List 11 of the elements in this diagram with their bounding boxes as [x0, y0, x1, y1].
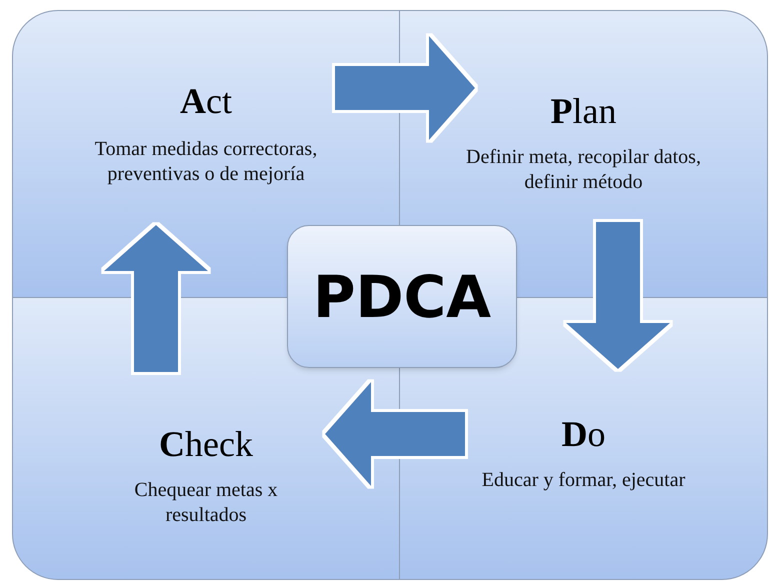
quadrant-heading: Do	[562, 416, 606, 452]
quadrant-description: Chequear metas x resultados	[133, 478, 279, 528]
quadrant-description: Educar y formar, ejecutar	[480, 468, 686, 493]
quadrant-heading: Plan	[550, 93, 616, 129]
quadrant-heading: Act	[180, 83, 232, 119]
center-label: PDCA	[312, 268, 492, 326]
quadrant-description: Definir meta, recopilar datos, definir método	[465, 145, 702, 195]
center-box	[287, 225, 517, 368]
quadrant-heading: Check	[159, 426, 253, 462]
quadrant-description: Tomar medidas correctoras, preventivas o de mejoría	[94, 137, 318, 187]
block-arrow	[566, 222, 670, 369]
